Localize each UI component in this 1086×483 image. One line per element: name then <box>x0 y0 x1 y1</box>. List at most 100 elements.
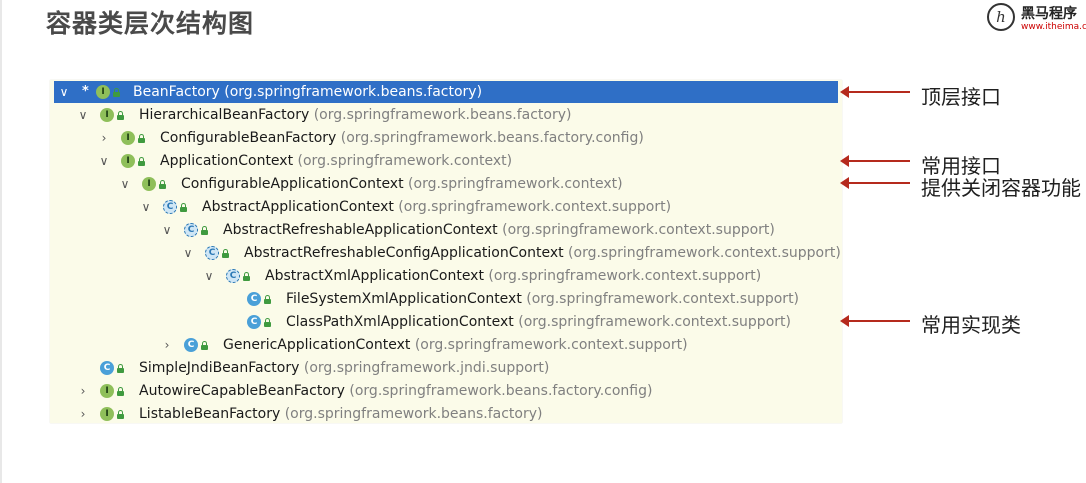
class-name: ConfigurableBeanFactory <box>160 130 337 146</box>
lock-icon <box>138 157 145 166</box>
arrow-top-interface <box>840 86 910 98</box>
class-name: HierarchicalBeanFactory <box>139 107 310 123</box>
arrow-common-interface <box>840 155 910 167</box>
package-name: (org.springframework.beans.factory.confi… <box>349 383 653 399</box>
class-name: GenericApplicationContext <box>223 337 411 353</box>
interface-icon: I <box>100 108 114 122</box>
package-name: (org.springframework.context.support) <box>568 245 841 261</box>
tree-row-label: FileSystemXmlApplicationContext (org.spr… <box>286 288 799 310</box>
tree-row-label: AbstractApplicationContext (org.springfr… <box>202 196 671 218</box>
chevron-down-icon[interactable]: ∨ <box>78 108 88 122</box>
note-common-interface: 常用接口 <box>921 154 1001 178</box>
lock-icon <box>180 203 187 212</box>
lock-icon <box>117 364 124 373</box>
chevron-down-icon[interactable]: ∨ <box>120 177 130 191</box>
lock-icon <box>201 341 208 350</box>
tree-row-abstractapplicationcontext[interactable]: ∨ C AbstractApplicationContext (org.spri… <box>50 196 838 218</box>
tree-row-listablebeanfactory[interactable]: › I ListableBeanFactory (org.springframe… <box>50 403 838 425</box>
arrow-common-impl <box>840 315 910 327</box>
lock-icon <box>138 134 145 143</box>
lock-icon <box>264 295 271 304</box>
tree-row-label: HierarchicalBeanFactory (org.springframe… <box>139 104 571 126</box>
class-icon: C <box>247 315 261 329</box>
chevron-right-icon[interactable]: › <box>80 407 86 421</box>
class-name: AbstractApplicationContext <box>202 199 394 215</box>
chevron-down-icon[interactable]: ∨ <box>183 246 193 260</box>
tree-row-label: BeanFactory (org.springframework.beans.f… <box>133 81 482 103</box>
brand-logo: h 黑马程序 www.itheima.c <box>985 2 1086 36</box>
tree-row-filesystemxmlapplicationcontext[interactable]: C FileSystemXmlApplicationContext (org.s… <box>50 288 838 310</box>
chevron-right-icon[interactable]: › <box>164 338 170 352</box>
package-name: (org.springframework.beans.factory) <box>284 406 543 422</box>
class-name: ClassPathXmlApplicationContext <box>286 314 514 330</box>
class-name: SimpleJndiBeanFactory <box>139 360 300 376</box>
abstract-class-icon: C <box>163 200 177 214</box>
star-icon: * <box>82 84 89 99</box>
brand-name: 黑马程序 <box>1021 6 1077 22</box>
tree-row-label: ApplicationContext (org.springframework.… <box>160 150 512 172</box>
tree-row-genericapplicationcontext[interactable]: › C GenericApplicationContext (org.sprin… <box>50 334 838 356</box>
tree-row-abstractxmlapplicationcontext[interactable]: ∨ C AbstractXmlApplicationContext (org.s… <box>50 265 838 287</box>
tree-row-label: AutowireCapableBeanFactory (org.springfr… <box>139 380 652 402</box>
chevron-down-icon[interactable]: ∨ <box>141 200 151 214</box>
lock-icon <box>117 410 124 419</box>
lock-icon <box>222 249 229 258</box>
lock-icon <box>113 88 120 97</box>
chevron-down-icon[interactable]: ∨ <box>59 85 69 99</box>
lock-icon <box>159 180 166 189</box>
class-name: AbstractXmlApplicationContext <box>265 268 484 284</box>
chevron-down-icon[interactable]: ∨ <box>162 223 172 237</box>
package-name: (org.springframework.beans.factory) <box>313 107 572 123</box>
note-top-interface: 顶层接口 <box>921 85 1001 109</box>
brand-url: www.itheima.c <box>1021 22 1086 32</box>
chevron-right-icon[interactable]: › <box>80 384 86 398</box>
abstract-class-icon: C <box>205 246 219 260</box>
interface-icon: I <box>121 154 135 168</box>
note-close-feature: 提供关闭容器功能 <box>921 176 1081 200</box>
abstract-class-icon: C <box>226 269 240 283</box>
tree-row-label: ConfigurableApplicationContext (org.spri… <box>181 173 623 195</box>
tree-row-configurableapplicationcontext[interactable]: ∨ I ConfigurableApplicationContext (org.… <box>50 173 838 195</box>
chevron-down-icon[interactable]: ∨ <box>204 269 214 283</box>
package-name: (org.springframework.context.support) <box>398 199 672 215</box>
class-name: AutowireCapableBeanFactory <box>139 383 345 399</box>
tree-row-label: GenericApplicationContext (org.springfra… <box>223 334 688 356</box>
package-name: (org.springframework.context.support) <box>502 222 775 238</box>
tree-row-label: AbstractRefreshableApplicationContext (o… <box>223 219 775 241</box>
chevron-down-icon[interactable]: ∨ <box>99 154 109 168</box>
package-name: (org.springframework.context.support) <box>518 314 791 330</box>
class-name: FileSystemXmlApplicationContext <box>286 291 522 307</box>
lock-icon <box>117 111 124 120</box>
interface-icon: I <box>100 407 114 421</box>
tree-row-abstractrefreshableapplicationcontext[interactable]: ∨ C AbstractRefreshableApplicationContex… <box>50 219 838 241</box>
class-name: BeanFactory <box>133 84 220 100</box>
tree-row-hierarchicalbeanfactory[interactable]: ∨ I HierarchicalBeanFactory (org.springf… <box>50 104 838 126</box>
lock-icon <box>264 318 271 327</box>
arrow-close-feature <box>840 177 910 189</box>
tree-row-beanfactory[interactable]: ∨ * I BeanFactory (org.springframework.b… <box>54 81 838 103</box>
tree-row-abstractrefreshableconfigapplicationcontext[interactable]: ∨ C AbstractRefreshableConfigApplication… <box>50 242 841 264</box>
package-name: (org.springframework.beans.factory.confi… <box>340 130 644 146</box>
tree-row-label: ConfigurableBeanFactory (org.springframe… <box>160 127 644 149</box>
interface-icon: I <box>100 384 114 398</box>
abstract-class-icon: C <box>184 223 198 237</box>
tree-row-autowirecapablebeanfactory[interactable]: › I AutowireCapableBeanFactory (org.spri… <box>50 380 838 402</box>
class-icon: C <box>100 361 114 375</box>
interface-icon: I <box>96 85 110 99</box>
class-name: ConfigurableApplicationContext <box>181 176 404 192</box>
tree-row-applicationcontext[interactable]: ∨ I ApplicationContext (org.springframew… <box>50 150 838 172</box>
package-name: (org.springframework.jndi.support) <box>303 360 550 376</box>
type-hierarchy-tree[interactable]: ∨ * I BeanFactory (org.springframework.b… <box>50 80 842 423</box>
interface-icon: I <box>142 177 156 191</box>
package-name: (org.springframework.context) <box>297 153 513 169</box>
tree-row-configurablebeanfactory[interactable]: › I ConfigurableBeanFactory (org.springf… <box>50 127 838 149</box>
note-common-impl: 常用实现类 <box>921 313 1021 337</box>
left-edge-divider <box>0 0 2 483</box>
tree-row-classpathxmlapplicationcontext[interactable]: C ClassPathXmlApplicationContext (org.sp… <box>50 311 838 333</box>
class-name: ApplicationContext <box>160 153 294 169</box>
chevron-right-icon[interactable]: › <box>101 131 107 145</box>
tree-row-simplejndibeanfactory[interactable]: C SimpleJndiBeanFactory (org.springframe… <box>50 357 838 379</box>
class-name: AbstractRefreshableConfigApplicationCont… <box>244 245 564 261</box>
package-name: (org.springframework.context.support) <box>414 337 688 353</box>
class-icon: C <box>247 292 261 306</box>
